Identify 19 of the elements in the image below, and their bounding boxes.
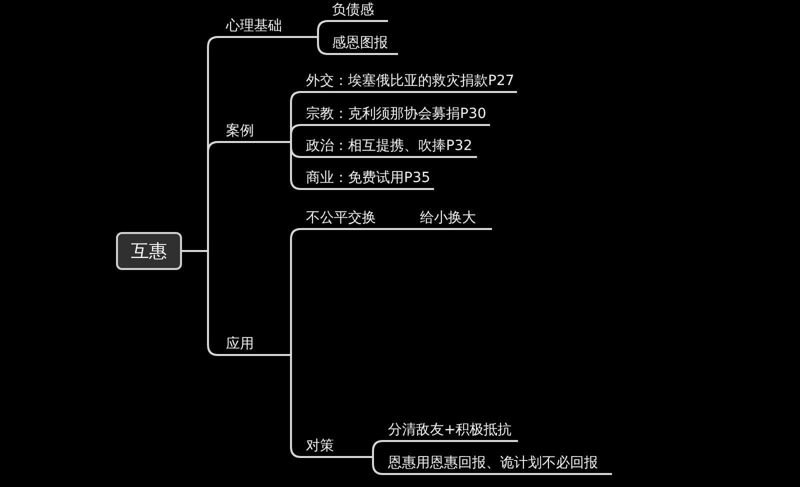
central-topic-box: 互惠 — [116, 232, 182, 270]
branch-line — [316, 36, 329, 55]
topic-label: 不公平交换 — [302, 208, 392, 230]
topic-label: 分清敌友+积极抵抗 — [384, 420, 518, 442]
topic-label: 心理基础 — [222, 16, 316, 38]
topic-label: 政治：相互提携、吹捧P32 — [302, 136, 477, 158]
topic-label: 外交：埃塞俄比亚的救灾捐款P27 — [302, 71, 517, 93]
branch-line — [316, 20, 329, 38]
topic-label: 商业：免费试用P35 — [302, 168, 434, 190]
topic-label: 感恩图报 — [328, 33, 398, 55]
topic-label: 对策 — [302, 436, 368, 458]
topic-label: 恩惠用恩惠回报、诡计划不必回报 — [384, 453, 612, 475]
topic-label: 给小换大 — [416, 208, 492, 230]
topic-label: 应用 — [222, 334, 288, 356]
branch-line — [368, 456, 384, 475]
branch-line — [392, 228, 416, 230]
topic-label: 负债感 — [328, 0, 388, 22]
topic-label: 案例 — [222, 121, 286, 143]
topic-label: 宗教：克利须那协会募捐P30 — [302, 104, 490, 126]
